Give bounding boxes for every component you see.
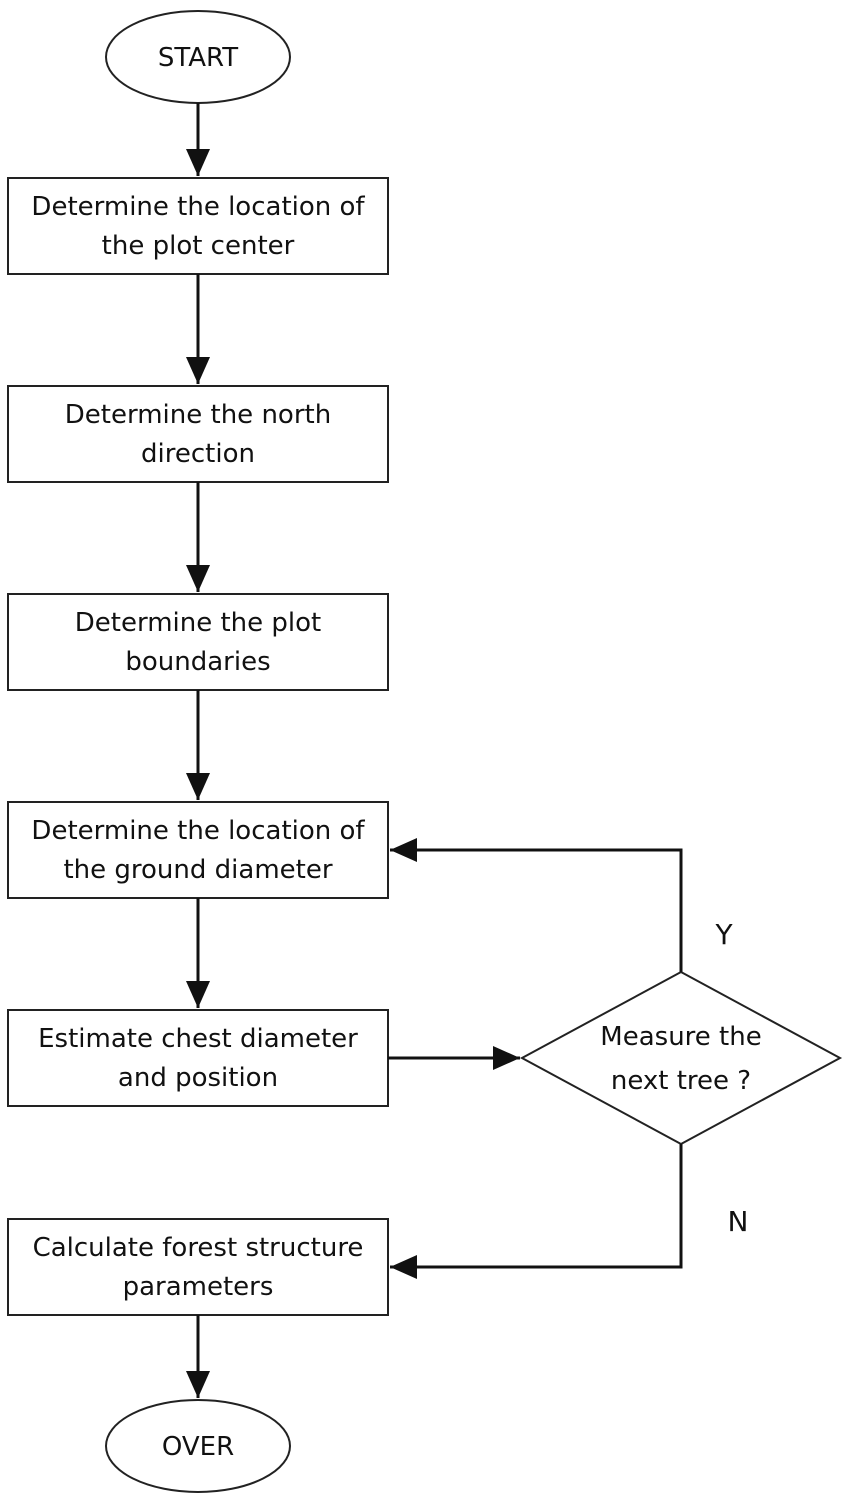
over-label: OVER xyxy=(162,1432,234,1462)
step-forest-parameters-line1: Calculate forest structure xyxy=(33,1233,364,1263)
step-ground-diameter-line2: the ground diameter xyxy=(63,855,332,885)
start-terminal: START xyxy=(105,10,291,104)
over-terminal: OVER xyxy=(105,1399,291,1493)
step-north-direction: Determine the north direction xyxy=(7,385,389,483)
arrow-decision-no-to-forest xyxy=(390,1144,683,1279)
step-plot-center: Determine the location of the plot cente… xyxy=(7,177,389,275)
step-ground-diameter: Determine the location of the ground dia… xyxy=(7,801,389,899)
edge-label-no: N xyxy=(728,1205,749,1238)
step-forest-parameters: Calculate forest structure parameters xyxy=(7,1218,389,1316)
step-ground-diameter-line1: Determine the location of xyxy=(31,816,365,846)
step-forest-parameters-line2: parameters xyxy=(123,1272,274,1302)
step-chest-diameter-line1: Estimate chest diameter xyxy=(38,1024,358,1054)
step-plot-boundaries-line1: Determine the plot xyxy=(75,608,322,638)
step-chest-diameter: Estimate chest diameter and position xyxy=(7,1009,389,1107)
step-chest-diameter-line2: and position xyxy=(118,1063,278,1093)
step-plot-boundaries-line2: boundaries xyxy=(125,647,270,677)
decision-line1: Measure the xyxy=(600,1022,761,1052)
arrow-decision-yes-to-ground xyxy=(390,838,683,972)
edge-label-yes: Y xyxy=(714,918,733,951)
step-plot-center-line1: Determine the location of xyxy=(31,192,365,222)
step-plot-center-line2: the plot center xyxy=(102,231,295,261)
start-label: START xyxy=(158,43,238,73)
step-plot-boundaries: Determine the plot boundaries xyxy=(7,593,389,691)
decision-line2: next tree ? xyxy=(611,1066,751,1096)
decision-measure-next-tree: Measure the next tree ? xyxy=(519,970,843,1146)
step-north-direction-line1: Determine the north xyxy=(65,400,331,430)
step-north-direction-line2: direction xyxy=(141,439,255,469)
